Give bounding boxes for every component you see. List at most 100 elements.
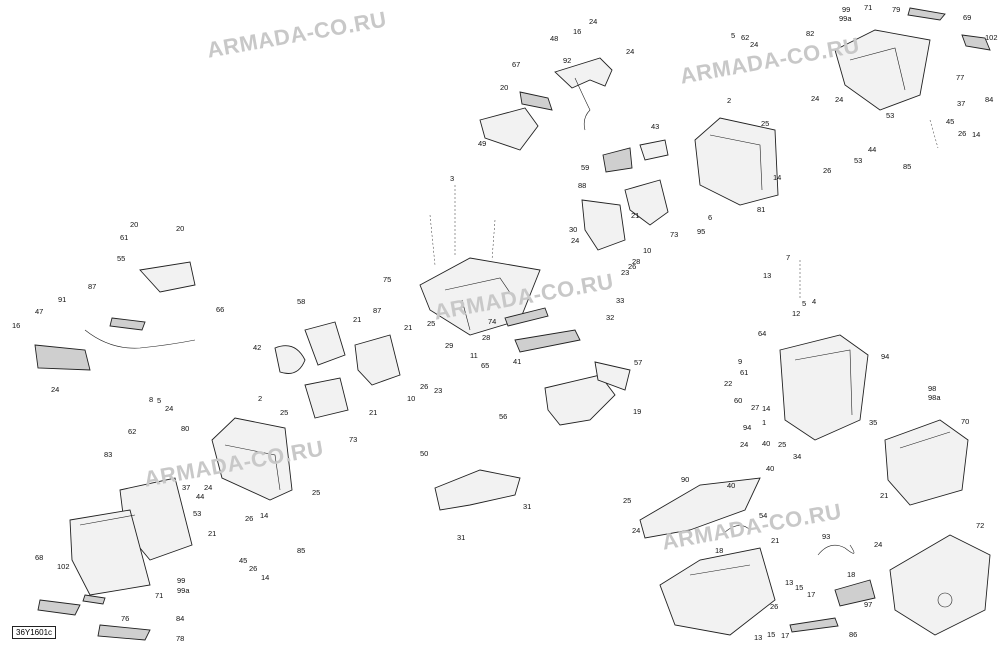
callout: 25 bbox=[312, 488, 321, 497]
callout: 26 bbox=[628, 262, 637, 271]
callout: 25 bbox=[427, 319, 436, 328]
callout: 75 bbox=[383, 275, 392, 284]
strip-86 bbox=[789, 617, 839, 633]
bracket-88 bbox=[581, 199, 626, 251]
callout: 11 bbox=[470, 351, 478, 360]
callout: 33 bbox=[616, 296, 625, 305]
callout: 20 bbox=[500, 83, 509, 92]
callout: 84 bbox=[985, 95, 994, 104]
plate-78 bbox=[97, 624, 151, 641]
callout: 97 bbox=[864, 600, 873, 609]
callout: 2 bbox=[727, 96, 732, 105]
callout: 71 bbox=[864, 3, 873, 12]
callout: 45 bbox=[239, 556, 248, 565]
bracket-48-92 bbox=[554, 57, 613, 131]
box-80 bbox=[211, 417, 293, 501]
callout: 59 bbox=[581, 163, 590, 172]
callout: 67 bbox=[512, 60, 521, 69]
panel-58 bbox=[304, 321, 346, 366]
callout: 20 bbox=[176, 224, 185, 233]
callout: 53 bbox=[193, 509, 202, 518]
callout: 21 bbox=[353, 315, 362, 324]
callout: 26 bbox=[770, 602, 779, 611]
cup-42 bbox=[274, 345, 306, 374]
callout: 99a bbox=[839, 14, 852, 23]
duct-73-left bbox=[304, 377, 349, 419]
callout: 21 bbox=[631, 211, 640, 220]
callout: 10 bbox=[407, 394, 416, 403]
callout: 22 bbox=[724, 379, 733, 388]
tray-21 bbox=[659, 547, 776, 636]
callout: 62 bbox=[128, 427, 137, 436]
callout: 42 bbox=[253, 343, 262, 352]
callout: 10 bbox=[643, 246, 652, 255]
callout: 66 bbox=[216, 305, 225, 314]
callout: 15 bbox=[795, 583, 804, 592]
callout: 27 bbox=[751, 403, 760, 412]
callout: 24 bbox=[835, 95, 844, 104]
callout: 15 bbox=[767, 630, 776, 639]
callout: 1 bbox=[762, 418, 767, 427]
part-97 bbox=[834, 579, 876, 607]
callout: 12 bbox=[792, 309, 801, 318]
callout: 56 bbox=[499, 412, 508, 421]
lid-99 bbox=[69, 509, 151, 596]
part-43 bbox=[639, 139, 669, 161]
callout: 24 bbox=[632, 526, 641, 535]
lid-82 bbox=[834, 29, 931, 111]
callout: 13 bbox=[785, 578, 794, 587]
callout: 48 bbox=[550, 34, 559, 43]
callout: 4 bbox=[812, 297, 817, 306]
bracket-50 bbox=[434, 469, 521, 511]
callout: 13 bbox=[763, 271, 772, 280]
callout: 85 bbox=[903, 162, 912, 171]
callout: 24 bbox=[51, 385, 60, 394]
callout: 64 bbox=[758, 329, 767, 338]
callout: 94 bbox=[743, 423, 752, 432]
callout: 73 bbox=[670, 230, 679, 239]
callout: 24 bbox=[874, 540, 883, 549]
seal-79 bbox=[907, 7, 946, 21]
callout: 102 bbox=[57, 562, 70, 571]
callout: 50 bbox=[420, 449, 429, 458]
callout: 16 bbox=[12, 321, 21, 330]
callout: 35 bbox=[869, 418, 878, 427]
callout: 90 bbox=[681, 475, 690, 484]
callout: 26 bbox=[249, 564, 258, 573]
callout: 21 bbox=[880, 491, 889, 500]
callout: 28 bbox=[632, 257, 641, 266]
callout: 78 bbox=[176, 634, 185, 643]
callout: 24 bbox=[626, 47, 635, 56]
callout: 2 bbox=[258, 394, 263, 403]
callout: 9 bbox=[738, 357, 743, 366]
callout: 30 bbox=[569, 225, 578, 234]
callout: 44 bbox=[868, 145, 877, 154]
callout: 21 bbox=[369, 408, 378, 417]
bracket-49 bbox=[479, 107, 539, 151]
callout: 65 bbox=[481, 361, 490, 370]
callout: 98a bbox=[928, 393, 941, 402]
callout: 81 bbox=[757, 205, 766, 214]
callout: 77 bbox=[956, 73, 965, 82]
callout: 62 bbox=[741, 33, 750, 42]
callout: 102 bbox=[985, 33, 998, 42]
callout: 5 bbox=[802, 299, 807, 308]
rail-90 bbox=[639, 477, 761, 539]
part-59 bbox=[602, 147, 633, 173]
seal-76 bbox=[82, 594, 106, 605]
callout: 92 bbox=[563, 56, 572, 65]
callout: 99 bbox=[842, 5, 851, 14]
callout: 84 bbox=[176, 614, 185, 623]
callout: 43 bbox=[651, 122, 660, 131]
callout: 14 bbox=[972, 130, 981, 139]
callout: 8 bbox=[149, 395, 154, 404]
callout: 14 bbox=[773, 173, 782, 182]
callout: 17 bbox=[781, 631, 790, 640]
callout: 40 bbox=[766, 464, 775, 473]
seal-68 bbox=[37, 599, 81, 616]
callout: 61 bbox=[740, 368, 749, 377]
callout: 14 bbox=[261, 573, 270, 582]
callout: 99a bbox=[177, 586, 190, 595]
callout: 29 bbox=[445, 341, 454, 350]
